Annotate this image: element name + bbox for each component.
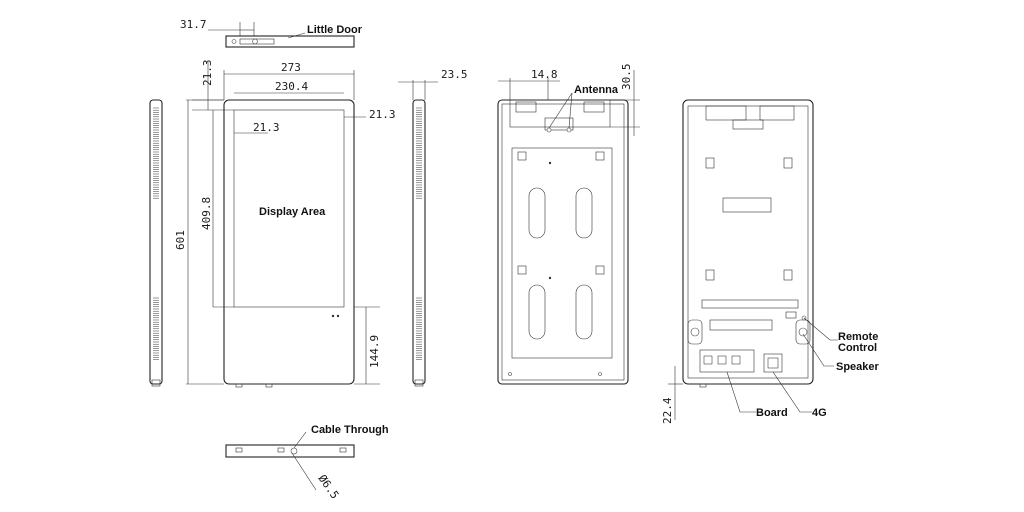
display-area-rect xyxy=(233,109,345,308)
mounting-plate xyxy=(511,147,613,359)
front-view: Display Area 273 230.4 21.3 21.3 21.3 60… xyxy=(174,60,396,388)
left-side-body xyxy=(149,99,163,385)
label-board: Board xyxy=(756,407,788,419)
side-grille xyxy=(416,297,422,360)
internal-rail xyxy=(701,299,799,309)
internal-body xyxy=(682,99,814,385)
side-grille xyxy=(153,297,159,360)
top-view-body xyxy=(225,35,355,48)
mounting-slot xyxy=(528,284,546,340)
dim-cable-diameter: Ø6.5 xyxy=(316,472,342,501)
dim-left-border: 21.3 xyxy=(253,121,280,134)
speaker-right xyxy=(795,319,811,345)
mounting-slot xyxy=(575,187,593,239)
dim-antenna-offset: 14.8 xyxy=(531,68,558,81)
antenna-connector xyxy=(566,127,572,133)
front-body xyxy=(223,99,355,385)
right-side-body xyxy=(412,99,426,385)
antenna-bracket xyxy=(509,99,611,128)
sensor-dot xyxy=(331,314,335,318)
mounting-slot xyxy=(575,284,593,340)
bottom-view-body xyxy=(225,444,355,458)
dim-display-width: 230.4 xyxy=(275,80,308,93)
dim-top-margin: 21.3 xyxy=(201,60,214,87)
label-speaker: Speaker xyxy=(836,361,880,373)
left-side-view xyxy=(149,99,163,387)
label-remote-control-2: Control xyxy=(838,342,877,354)
label-little-door: Little Door xyxy=(307,24,363,36)
right-side-view: 23.5 xyxy=(398,68,468,387)
mounting-slot xyxy=(528,187,546,239)
dim-right-border: 21.3 xyxy=(369,108,396,121)
internal-bracket xyxy=(722,197,772,213)
dim-bottom-offset: 22.4 xyxy=(661,397,674,424)
label-display-area: Display Area xyxy=(259,206,326,218)
dim-antenna-height: 30.5 xyxy=(620,64,633,91)
remote-control-board xyxy=(709,319,773,331)
bottom-view: Cable Through Ø6.5 xyxy=(225,424,389,501)
top-view-hole xyxy=(252,38,258,45)
label-4g: 4G xyxy=(812,407,827,419)
side-grille xyxy=(416,107,422,199)
label-remote-control-1: Remote xyxy=(838,331,878,343)
dim-width: 273 xyxy=(281,61,301,74)
antenna-connector xyxy=(546,127,552,133)
side-grille xyxy=(153,107,159,199)
dim-height: 601 xyxy=(174,230,187,250)
internal-view: 22.4 Remote Control Speaker Board 4G xyxy=(661,99,880,424)
dim-display-height: 409.8 xyxy=(200,197,213,230)
little-door-slot xyxy=(239,38,275,45)
dim-door-depth: 31.7 xyxy=(180,18,207,31)
sensor-dot xyxy=(336,314,340,318)
dim-bottom-margin: 144.9 xyxy=(368,335,381,368)
top-view: 31.7 Little Door xyxy=(180,18,363,48)
rear-body xyxy=(497,99,629,385)
label-antenna: Antenna xyxy=(574,84,619,96)
top-view-hole xyxy=(231,39,237,44)
dim-side-depth: 23.5 xyxy=(441,68,468,81)
speaker-left xyxy=(687,319,703,345)
rear-view: 14.8 30.5 Antenna xyxy=(497,64,640,385)
label-cable-through: Cable Through xyxy=(311,424,389,436)
